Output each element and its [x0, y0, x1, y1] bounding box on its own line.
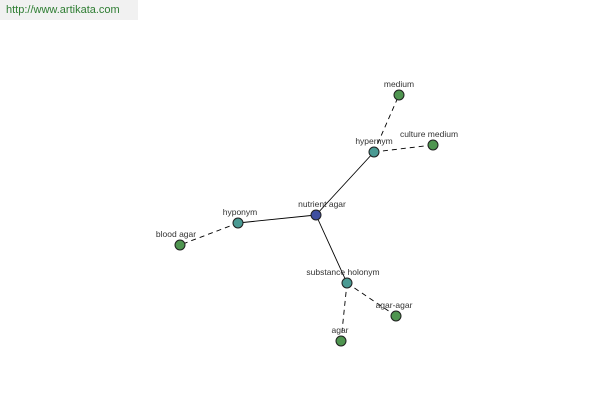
node-label-culture-medium: culture medium [400, 129, 458, 139]
edge-hypernym-to-medium [373, 94, 400, 153]
edge-substance-holonym-to-agar-agar [346, 282, 397, 317]
node-label-hyponym: hyponym [223, 207, 258, 217]
node-blood-agar[interactable] [174, 239, 186, 251]
node-hyponym[interactable] [232, 217, 244, 229]
node-label-blood-agar: blood agar [156, 229, 196, 239]
edges-layer [179, 94, 434, 342]
edge-hypernym-to-culture-medium [373, 144, 434, 153]
watermark-link[interactable]: http://www.artikata.com [0, 0, 138, 20]
node-nutrient-agar[interactable] [310, 209, 322, 221]
labels-layer: nutrient agar hypernym hyponym substance ho… [156, 79, 458, 335]
edge-nutrient-agar-to-substance-holonym [315, 214, 348, 284]
node-agar-agar[interactable] [390, 310, 402, 322]
node-label-medium: medium [384, 79, 414, 89]
node-substance-holonym[interactable] [341, 277, 353, 289]
nodes-layer [174, 89, 439, 347]
node-label-agar: agar [331, 325, 348, 335]
node-medium[interactable] [393, 89, 405, 101]
edge-hyponym-to-blood-agar [179, 222, 239, 246]
node-label-substance-holonym: substance holonym [306, 267, 379, 277]
node-label-nutrient-agar: nutrient agar [298, 199, 346, 209]
node-culture-medium[interactable] [427, 139, 439, 151]
edge-nutrient-agar-to-hypernym [315, 151, 375, 216]
node-label-agar-agar: agar-agar [376, 300, 413, 310]
node-hypernym[interactable] [368, 146, 380, 158]
edge-substance-holonym-to-agar [340, 282, 348, 342]
edge-nutrient-agar-to-hyponym [237, 214, 317, 224]
node-agar[interactable] [335, 335, 347, 347]
node-label-hypernym: hypernym [355, 136, 392, 146]
